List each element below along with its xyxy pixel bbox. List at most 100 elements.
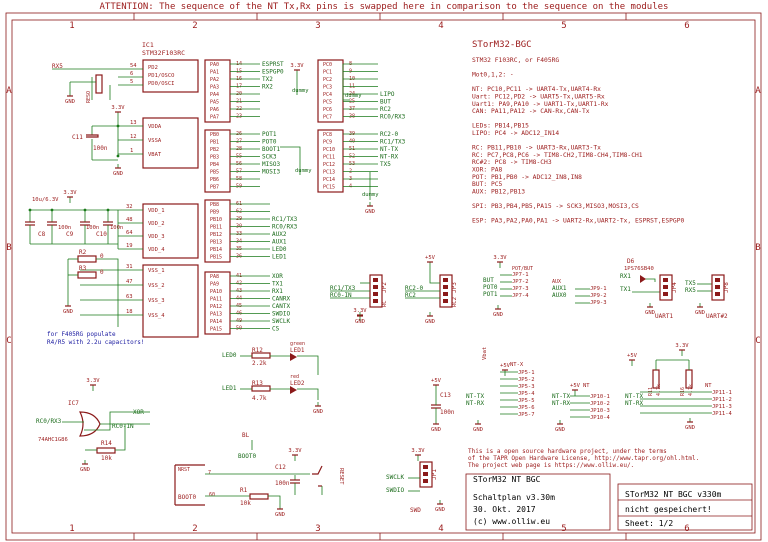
info-line: LEDs: PB14,PB15 [472,123,529,130]
net-label: RC0/RX3 [380,114,406,121]
wire [115,424,126,451]
pin-number: 64 [126,230,133,236]
pin-label: PB8 [210,202,219,208]
supply-label: +5V [431,378,442,384]
pin-number: 13 [130,120,137,126]
net-label: LED0 [222,352,237,359]
jp-pin: JP11-1 [712,390,732,396]
pin-label: PC1 [323,70,332,76]
pin-number: 12 [130,134,137,140]
net-label: RC0/RX3 [36,418,62,425]
grid-col-label: 2 [192,21,197,31]
tb-copy: (c) www.olliw.eu [473,517,550,526]
cap-ref: C13 [440,392,451,399]
cap-ref: C10 [96,231,107,238]
header-ref: JP1 [431,469,438,480]
info-line: XOR: PA8 [472,167,503,174]
wire [312,465,323,475]
net-label: LED1 [222,385,237,392]
wire [342,64,350,101]
pin-label: PA5 [210,100,219,106]
cap-ref: C11 [72,134,83,141]
net-label: CANRX [272,296,290,303]
pin-label: VBAT [148,152,162,158]
info-line: Mot0,1,2: - [472,72,514,79]
pin-label: PA13 [210,312,222,318]
pin-number: 54 [130,63,137,69]
net-label: BOOT1 [262,146,280,153]
cap-value: 100n [440,409,455,416]
supply-label: 3.3V [353,308,367,314]
res-value: 4.7k [656,384,662,396]
jp-pin: JP11-3 [712,404,732,410]
pin-number: 19 [126,243,133,249]
supply-label: 3.3V [411,448,425,454]
wire [297,388,319,400]
gnd-label: GND [275,512,285,518]
grid-col-label: 2 [192,524,197,534]
grid-col-label: 3 [315,524,320,534]
info-line: CAN: PA11,PA12 -> CAN-Rx,CAN-Tx [472,108,590,115]
jp-pin: JP7-2 [512,279,529,285]
res-ref: R12 [252,347,263,354]
pin-label: VDD_2 [148,221,165,227]
jp-pin: JP5-4 [518,391,535,397]
res-value: 10k [101,455,112,462]
pin-label: PC15 [323,185,335,191]
pin-number: 1 [130,148,133,154]
net-label: TX5 [380,161,391,168]
pin-label: PA9 [210,282,219,288]
tb-schem: Schaltplan v3.30m [473,493,555,502]
wire [96,258,119,327]
pin-label: PB14 [210,247,222,253]
header-label: UART#2 [706,313,728,320]
cap-value: 100n [58,225,71,231]
junction-dot [28,208,32,212]
info-line: AUX: PB12,PB13 [472,188,525,195]
grid-row-label: A [6,86,12,96]
res-ref: R11 [648,387,654,396]
jp-pin: JP9-2 [590,293,607,299]
jp-pin: JP5-7 [518,412,535,418]
pin-label: PB4 [210,162,219,168]
header-label: SWD [410,507,421,514]
net-label: NT-TX [625,393,643,400]
gnd-label: GND [555,427,565,433]
jp-pin: JP5-3 [518,384,535,390]
header-ref: JP3 [451,282,458,293]
note-line: R4/R5 with 2.2u capacitors! [47,339,145,346]
pin-number: 32 [126,204,133,210]
pin-label: PA10 [210,289,222,295]
grid-col-label: 1 [69,21,74,31]
gnd-label: GND [435,507,445,513]
net-label: CANTX [272,303,290,310]
net-label: SWCLK [386,474,404,481]
header-pin [423,465,428,469]
net-label: CS [272,326,280,333]
cap-value: 100n [86,225,99,231]
net-label: BUT [380,99,391,106]
symbol-outline [5,12,762,541]
pin-label: VSS_1 [148,268,165,274]
cap-value: 100n [110,225,123,231]
pin-label: PC3 [323,85,332,91]
supply-label: 3.3V [493,255,507,261]
grid-col-label: 6 [684,524,689,534]
symbol-outline [77,271,97,279]
ic1-ref: IC1 [142,41,154,49]
net-label: LED0 [272,246,287,253]
resonator-label: RESO [86,91,92,103]
net-label: AUX1 [552,285,567,292]
header-label: NT [705,383,712,389]
header-label: NT [583,383,590,389]
pin-label: PA3 [210,85,219,91]
symbol-outline [204,199,231,263]
tb-name: STorM32 NT BGC [473,475,541,484]
pin-label: VDD_1 [148,208,165,214]
diode-ref: D6 [627,258,635,265]
junction-dot [116,154,120,158]
pin-number: 47 [126,279,133,285]
junction-dot [83,208,87,212]
